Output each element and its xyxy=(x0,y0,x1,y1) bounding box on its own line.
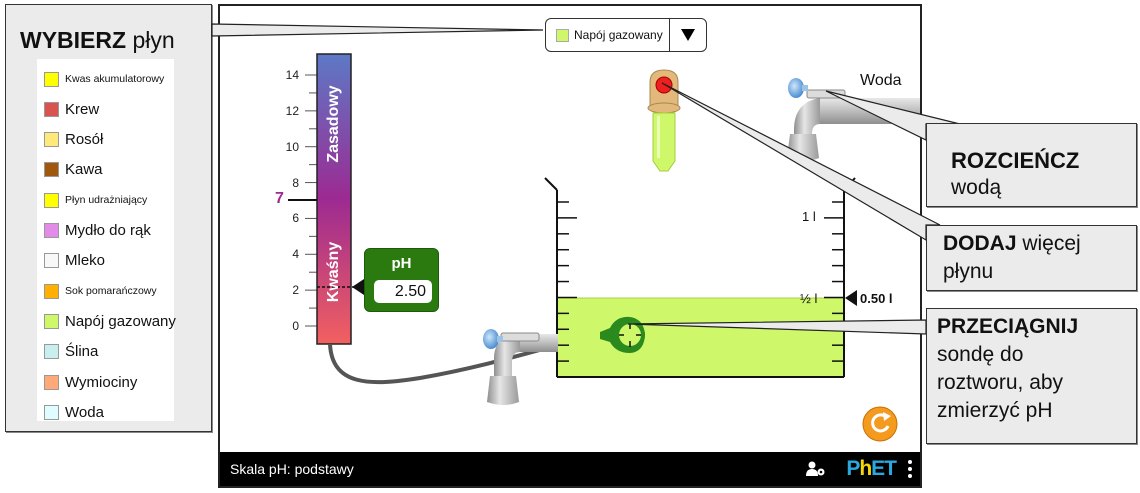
selected-fluid-label: Napój gazowany xyxy=(574,28,663,42)
fluid-option[interactable]: Mydło do rąk xyxy=(44,221,151,241)
fluid-label: Mleko xyxy=(65,252,106,270)
drag-callout-line4: zmierzyć pH xyxy=(937,399,1053,422)
fluid-swatch xyxy=(44,344,59,360)
ph-scale-ticks xyxy=(305,74,317,327)
user-settings-icon[interactable] xyxy=(806,461,826,477)
fluid-label: Woda xyxy=(65,403,104,421)
fluid-swatch xyxy=(44,162,59,178)
fluid-label: Krew xyxy=(65,100,100,118)
fluid-swatch xyxy=(44,313,59,329)
drain-faucet[interactable] xyxy=(483,329,558,405)
fluid-label: Sok pomarańczowy xyxy=(65,285,157,298)
ph-tick-label: 8 xyxy=(292,175,299,190)
ph-meter: pH 2.50 xyxy=(364,248,439,312)
fluid-option[interactable]: Ślina xyxy=(44,342,98,362)
phet-logo[interactable]: PhET xyxy=(846,457,897,480)
fluid-label: Płyn udrażniający xyxy=(65,194,148,207)
chevron-down-icon[interactable] xyxy=(669,19,706,51)
dropper[interactable] xyxy=(647,69,681,172)
ph-tick-label: 4 xyxy=(292,247,299,262)
fluid-label: Napój gazowany xyxy=(65,312,176,330)
fluid-swatch xyxy=(44,71,59,87)
dropper-button-icon xyxy=(655,76,673,94)
fluid-option[interactable]: Krew xyxy=(44,99,99,119)
dilute-callout: ROZCIEŃCZ wodą xyxy=(926,123,1137,207)
drag-callout-line2: sondę do xyxy=(937,343,1024,366)
fluid-swatch xyxy=(44,101,59,117)
water-knob-icon xyxy=(788,78,804,98)
selected-fluid-swatch xyxy=(556,28,569,42)
ph-tick-label: 12 xyxy=(285,103,299,118)
ph-tick-label: 2 xyxy=(292,283,299,298)
fluid-option[interactable]: Rosół xyxy=(44,130,103,150)
fluid-option[interactable]: Napój gazowany xyxy=(44,311,176,331)
beaker-1l-label: 1 l xyxy=(802,209,816,224)
sim-title: Skala pH: podstawy xyxy=(230,461,354,477)
fluid-swatch xyxy=(44,223,59,238)
fluid-option[interactable]: Sok pomarańczowy xyxy=(44,281,157,301)
basic-label: Zasadowy xyxy=(325,85,342,163)
volume-arrow xyxy=(845,290,857,306)
navigation-bar: Skala pH: podstawy PhET xyxy=(220,452,920,486)
reset-button[interactable] xyxy=(862,406,898,442)
fluid-label: Kawa xyxy=(65,161,103,179)
fluid-swatch xyxy=(44,283,59,299)
ph-tick-label: 6 xyxy=(292,211,299,226)
fluid-swatch xyxy=(44,132,59,148)
water-faucet-label: Woda xyxy=(860,72,902,89)
fluid-label: Mydło do rąk xyxy=(65,222,151,239)
fluid-option[interactable]: Woda xyxy=(44,402,104,422)
fluid-swatch xyxy=(44,253,59,269)
fluid-option[interactable]: Mleko xyxy=(44,251,105,271)
dilute-callout-title: ROZCIEŃCZ xyxy=(951,148,1080,173)
ph-tick-label: 10 xyxy=(285,139,299,154)
fluid-label: Kwas akumulatorowy xyxy=(65,73,165,85)
ph-meter-label: pH xyxy=(391,255,412,272)
drag-probe-callout: PRZECIĄGNIJ sondę do roztworu, aby zmier… xyxy=(926,308,1137,444)
fluid-dropdown[interactable]: Napój gazowany xyxy=(545,18,707,52)
choose-fluid-heading: WYBIERZ płyn xyxy=(20,27,175,53)
drain-knob-icon xyxy=(483,329,499,349)
add-callout: DODAJ więcej płynu xyxy=(926,225,1137,291)
fluid-swatch xyxy=(44,374,59,390)
fluid-option[interactable]: Kawa xyxy=(44,160,103,180)
reset-icon xyxy=(871,413,890,433)
fluid-option[interactable]: Wymiociny xyxy=(44,372,137,392)
fluid-swatch xyxy=(44,192,59,208)
fluid-option[interactable]: Kwas akumulatorowy xyxy=(44,69,164,89)
ph-tick-label: 0 xyxy=(292,319,299,333)
dilute-callout-text: wodą xyxy=(951,176,1002,199)
fluid-label: Wymiociny xyxy=(65,373,138,391)
menu-icon[interactable] xyxy=(907,458,913,480)
fluid-label: Ślina xyxy=(65,343,99,361)
add-callout-title: DODAJ więcej xyxy=(943,232,1081,255)
beaker-half-label: ½ l xyxy=(800,291,818,306)
fluid-label: Rosół xyxy=(65,131,104,149)
acidic-label: Kwaśny xyxy=(325,241,342,303)
drag-callout-title: PRZECIĄGNIJ xyxy=(937,315,1079,338)
drag-callout-line3: roztworu, aby xyxy=(937,371,1064,394)
ph-meter-value: 2.50 xyxy=(374,280,432,303)
simulation-screen: 14 12 10 8 6 4 2 0 7 Zasadowy Kwaśny pH 2.50 Na… xyxy=(218,4,922,488)
fluid-swatch xyxy=(44,404,59,420)
water-faucet[interactable] xyxy=(787,78,922,161)
ph-indicator-arrow xyxy=(352,279,364,295)
ph-tick-label: 14 xyxy=(285,68,299,82)
fluid-option[interactable]: Płyn udrażniający xyxy=(44,190,147,210)
neutral-label: 7 xyxy=(275,190,284,207)
add-callout-text: płynu xyxy=(943,260,994,283)
volume-readout: 0.50 l xyxy=(860,291,893,306)
